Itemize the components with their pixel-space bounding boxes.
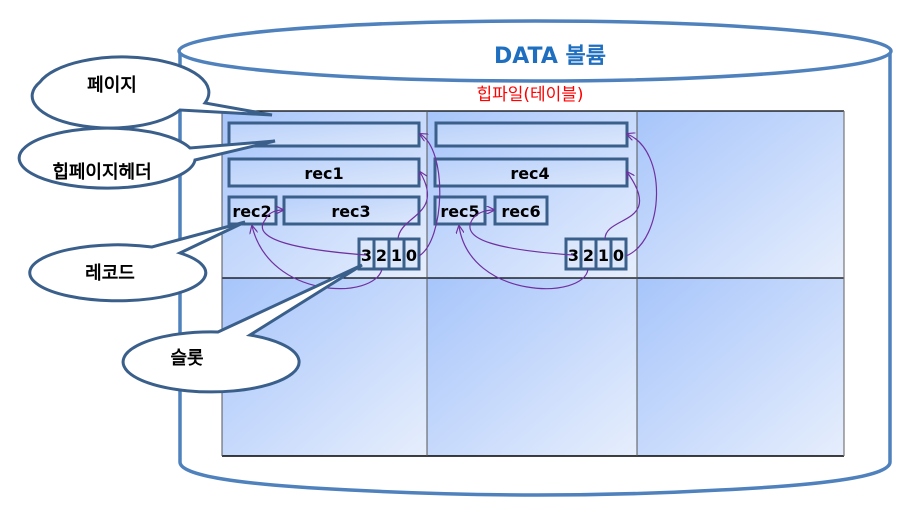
slot-arrow xyxy=(469,210,574,256)
slot-label: 2 xyxy=(376,246,387,265)
record-box[interactable] xyxy=(433,195,487,226)
slot-label: 0 xyxy=(406,246,417,265)
slot-label: 3 xyxy=(361,246,372,265)
slot-arrow xyxy=(261,210,367,256)
page-cell xyxy=(637,111,844,278)
record-box[interactable] xyxy=(493,195,549,226)
record-box[interactable] xyxy=(282,195,421,226)
callout-heap-page-header: 힙페이지헤더 xyxy=(17,126,276,190)
slot-arrow xyxy=(626,134,658,257)
slot-label: 0 xyxy=(613,246,624,265)
heap-page-header-box[interactable] xyxy=(434,121,629,148)
callout-record-label: 레코드 xyxy=(85,263,135,284)
slot-arrow xyxy=(604,172,641,240)
record-label: rec2 xyxy=(232,202,271,221)
slot-arrow xyxy=(459,226,589,290)
callout-page: 페이지 xyxy=(30,55,273,130)
slot-label: 1 xyxy=(391,246,402,265)
volume-cylinder-top xyxy=(177,19,893,83)
page-2: rec4 rec5 rec6 3 2 1 0 xyxy=(433,121,629,271)
slot-label: 1 xyxy=(598,246,609,265)
slot-array: 3 2 1 0 xyxy=(564,237,628,271)
record-label: rec3 xyxy=(331,202,370,221)
page-cell xyxy=(427,278,637,456)
slot-label: 3 xyxy=(568,246,579,265)
record-label: rec1 xyxy=(304,164,343,183)
callout-record: 레코드 xyxy=(28,220,246,303)
slot-arrow xyxy=(397,172,428,240)
slot-label: 2 xyxy=(583,246,594,265)
record-label: rec4 xyxy=(510,164,549,183)
heapfile-title: 힙파일(테이블) xyxy=(476,85,583,105)
page-cell xyxy=(637,278,844,456)
slot-array: 3 2 1 0 xyxy=(357,237,421,271)
callout-slot: 슬롯 xyxy=(121,263,363,394)
record-box[interactable] xyxy=(433,157,629,188)
record-label: rec6 xyxy=(501,202,540,221)
volume-title: DATA 볼륨 xyxy=(494,44,606,69)
slot-arrow xyxy=(419,134,441,257)
heap-file-pages xyxy=(221,110,845,457)
slot-box[interactable] xyxy=(609,237,628,271)
callout-page-label: 페이지 xyxy=(87,75,137,96)
callout-heap-page-header-label: 힙페이지헤더 xyxy=(52,162,151,183)
page-1: rec1 rec2 rec3 3 2 1 0 xyxy=(227,121,421,271)
slot-box[interactable] xyxy=(402,237,421,271)
callout-slot-label: 슬롯 xyxy=(170,348,203,369)
record-label: rec5 xyxy=(440,202,479,221)
